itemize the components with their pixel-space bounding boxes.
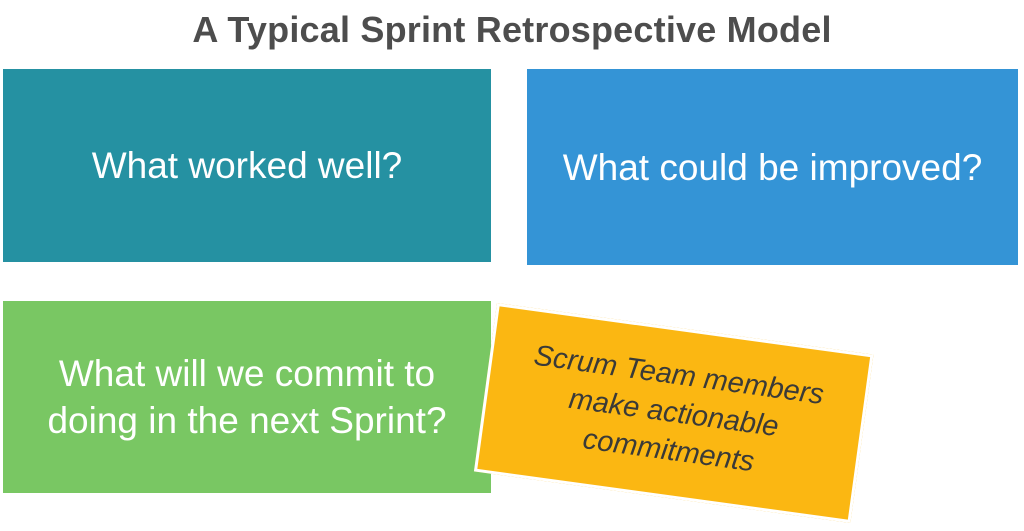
card-label-what-worked-well: What worked well? [91,145,403,186]
page-title: A Typical Sprint Retrospective Model [192,9,832,50]
card-what-will-we-commit-to[interactable]: What will we commit to doing in the next… [0,298,494,496]
callout-label: Scrum Team members make actionable commi… [507,335,840,491]
card-label-what-could-be-improved: What could be improved? [562,146,983,188]
callout-actionable-commitments[interactable]: Scrum Team members make actionable commi… [473,303,874,523]
card-label-commit-next-sprint: What will we commit to doing in the next… [32,350,462,444]
card-label-commit-line-1: What will we commit to [58,353,436,394]
card-what-could-be-improved[interactable]: What could be improved? [524,66,1021,268]
card-what-worked-well[interactable]: What worked well? [0,66,494,265]
card-label-commit-line-2: doing in the next Sprint? [47,400,447,441]
